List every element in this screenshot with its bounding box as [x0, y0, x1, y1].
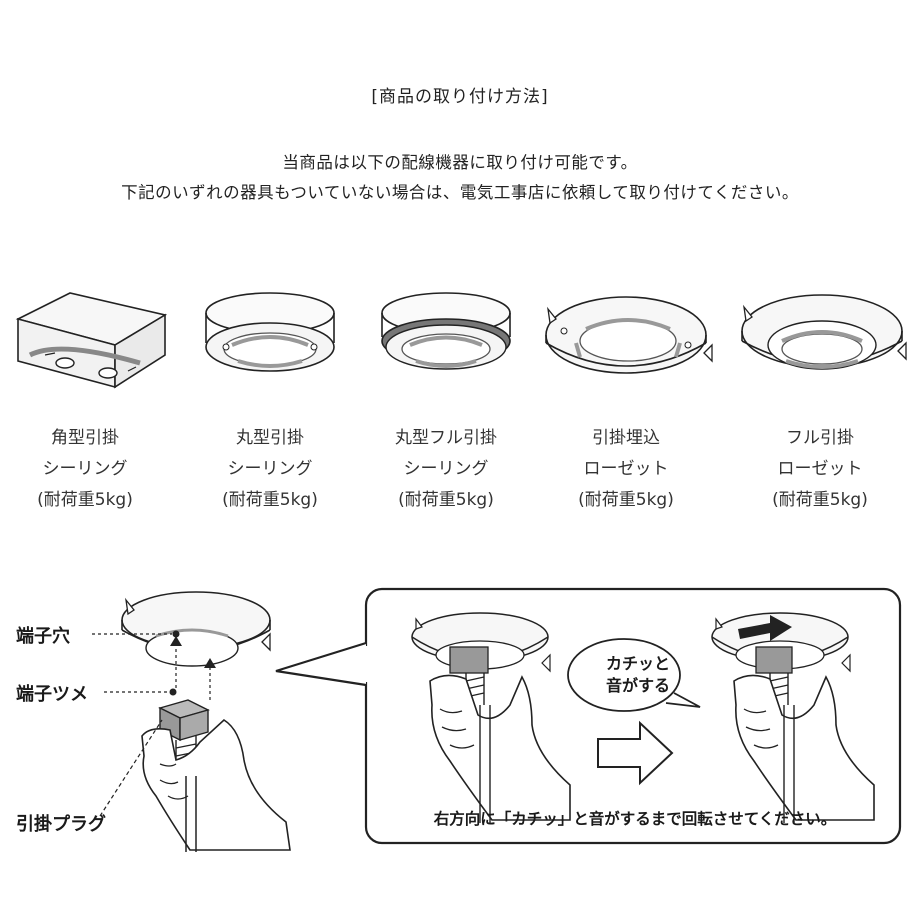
callout-terminal-hole: 端子穴 — [16, 622, 70, 648]
device-round-ceiling: 丸型引掛 シーリング (耐荷重5kg) — [180, 285, 360, 525]
device-type: シーリング — [180, 454, 360, 485]
embedded-rosette-icon — [536, 285, 716, 395]
device-embedded-rosette: 引掛埋込 ローゼット (耐荷重5kg) — [536, 285, 716, 525]
intro-line-2: 下記のいずれの器具もついていない場合は、電気工事店に依頼して取り付けてください。 — [0, 178, 920, 208]
round-full-ceiling-icon — [356, 285, 536, 395]
callout-terminal-tab: 端子ツメ — [16, 680, 88, 706]
device-load: (耐荷重5kg) — [730, 485, 910, 516]
device-name: 引掛埋込 — [536, 423, 716, 454]
square-ceiling-icon — [0, 285, 180, 395]
device-type: ローゼット — [536, 454, 716, 485]
rotation-instruction-text: 右方向に「カチッ」と音がするまで回転させてください。 — [365, 807, 905, 829]
device-round-full-ceiling: 丸型フル引掛 シーリング (耐荷重5kg) — [356, 285, 536, 525]
device-load: (耐荷重5kg) — [180, 485, 360, 516]
round-ceiling-icon — [180, 285, 360, 395]
device-square-ceiling: 角型引掛 シーリング (耐荷重5kg) — [0, 285, 180, 525]
bubble-line-1: カチッと — [586, 653, 690, 675]
bubble-line-2: 音がする — [586, 675, 690, 697]
device-load: (耐荷重5kg) — [356, 485, 536, 516]
device-load: (耐荷重5kg) — [536, 485, 716, 516]
device-type: シーリング — [0, 454, 175, 485]
intro-line-1: 当商品は以下の配線機器に取り付け可能です。 — [0, 148, 920, 178]
device-type: シーリング — [356, 454, 536, 485]
click-sound-bubble: カチッと 音がする — [586, 653, 690, 697]
page-title: [商品の取り付け方法] — [0, 82, 920, 107]
full-rosette-icon — [730, 285, 910, 395]
device-load: (耐荷重5kg) — [0, 485, 175, 516]
callout-hook-plug: 引掛プラグ — [16, 810, 106, 836]
device-type: ローゼット — [730, 454, 910, 485]
device-name: 丸型引掛 — [180, 423, 360, 454]
device-name: 角型引掛 — [0, 423, 175, 454]
device-name: 丸型フル引掛 — [356, 423, 536, 454]
device-name: フル引掛 — [730, 423, 910, 454]
device-full-rosette: フル引掛 ローゼット (耐荷重5kg) — [730, 285, 910, 525]
intro-text: 当商品は以下の配線機器に取り付け可能です。 下記のいずれの器具もついていない場合… — [0, 148, 920, 208]
